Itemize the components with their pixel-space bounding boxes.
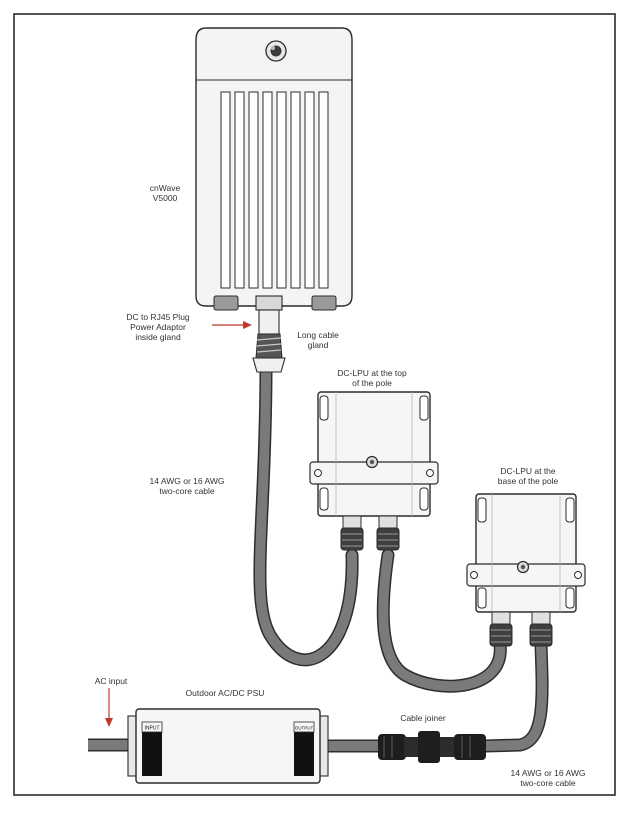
device-cooling-fins — [220, 91, 329, 289]
cnwave-device — [195, 27, 353, 311]
cable-device-to-top-lpu — [253, 361, 359, 667]
adaptor-label: DC to RJ45 Plug Power Adaptor inside gla… — [108, 312, 208, 342]
adaptor-label-line-3: inside gland — [135, 332, 181, 342]
adaptor-label-line-1: DC to RJ45 Plug — [126, 312, 190, 322]
psu-label: Outdoor AC/DC PSU — [185, 688, 265, 698]
gland-label-line-1: Long cable — [297, 330, 339, 340]
ac-input-label: AC input — [94, 676, 128, 686]
cable-top-label: 14 AWG or 16 AWG two-core cable — [138, 476, 236, 496]
cable-top-label-line-2: two-core cable — [159, 486, 215, 496]
long-cable-gland — [252, 295, 286, 373]
cable-base-lpu-to-joiner — [478, 638, 549, 753]
outdoor-psu: INPUT OUTPUT — [127, 708, 329, 784]
dc-lpu-top — [309, 391, 439, 551]
dc-lpu-base — [466, 493, 586, 647]
lpu-top-glands — [340, 515, 400, 551]
cable-bottom-label-line-1: 14 AWG or 16 AWG — [510, 768, 586, 778]
adaptor-arrow — [212, 321, 252, 329]
lpu-base-label-line-2: base of the pole — [497, 476, 559, 486]
device-label: cnWave V5000 — [135, 183, 195, 203]
cable-top-lpu-to-base-lpu — [376, 548, 507, 693]
lpu-base-label-line-1: DC-LPU at the — [500, 466, 556, 476]
cable-bottom-label: 14 AWG or 16 AWG two-core cable — [498, 768, 598, 788]
cable-bottom-label-line-2: two-core cable — [520, 778, 576, 788]
cable-top-label-line-1: 14 AWG or 16 AWG — [149, 476, 225, 486]
lpu-base-label: DC-LPU at the base of the pole — [476, 466, 580, 486]
lpu-top-label-line-2: of the pole — [352, 378, 392, 388]
lpu-base-glands — [489, 611, 553, 647]
device-label-line-2: V5000 — [152, 193, 178, 203]
device-bottom-ports — [213, 295, 337, 311]
adaptor-label-line-2: Power Adaptor — [130, 322, 186, 332]
gland-label-line-2: gland — [307, 340, 329, 350]
ac-input-arrow — [105, 688, 113, 727]
joiner-label: Cable joiner — [400, 713, 446, 723]
psu-input-label: INPUT — [145, 726, 160, 732]
lpu-top-label: DC-LPU at the top of the pole — [322, 368, 422, 388]
psu-output-label: OUTPUT — [295, 726, 314, 731]
cable-joiner — [378, 731, 486, 763]
gland-label: Long cable gland — [290, 330, 346, 350]
device-label-line-1: cnWave — [149, 183, 181, 193]
lpu-top-label-line-1: DC-LPU at the top — [337, 368, 407, 378]
diagram-frame — [13, 13, 616, 796]
